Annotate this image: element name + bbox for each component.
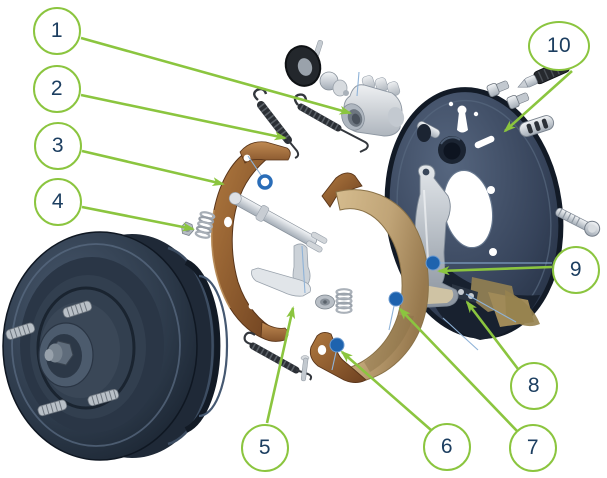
callout-8-label: 8 bbox=[527, 374, 541, 397]
wheel-stud bbox=[5, 322, 36, 340]
rear-brake-shoe bbox=[210, 141, 291, 342]
adjuster-lever bbox=[251, 243, 311, 297]
callout-6[interactable]: 6 bbox=[423, 423, 471, 471]
marker-ring-shoe[interactable] bbox=[257, 174, 273, 190]
hold-down-pin bbox=[181, 211, 216, 239]
callout-2[interactable]: 2 bbox=[33, 65, 81, 113]
callout-10[interactable]: 10 bbox=[528, 21, 590, 71]
wheel-stud bbox=[37, 399, 68, 417]
callout-7[interactable]: 7 bbox=[509, 424, 557, 472]
hub-nut bbox=[44, 340, 74, 366]
callout-1-arrow bbox=[80, 36, 352, 115]
callout-10-arrow bbox=[503, 70, 573, 133]
callout-8[interactable]: 8 bbox=[510, 362, 558, 410]
callout-6-label: 6 bbox=[440, 435, 454, 458]
callout-7-label: 7 bbox=[526, 436, 540, 459]
callout-7-arrow bbox=[398, 307, 518, 432]
callout-9-label: 9 bbox=[569, 258, 583, 281]
wheel-stud bbox=[87, 389, 120, 407]
lower-return-spring bbox=[243, 331, 313, 382]
callout-5[interactable]: 5 bbox=[241, 424, 289, 472]
bleeder-screw bbox=[517, 59, 570, 88]
callout-2-label: 2 bbox=[50, 77, 64, 100]
callout-4[interactable]: 4 bbox=[34, 178, 82, 226]
callout-2-arrow bbox=[80, 93, 287, 141]
wheel-cylinder-piston bbox=[319, 71, 349, 97]
callout-1[interactable]: 1 bbox=[33, 7, 81, 55]
callout-8-arrow bbox=[465, 300, 520, 370]
callout-3-arrow bbox=[81, 149, 225, 186]
callout-9[interactable]: 9 bbox=[552, 246, 600, 294]
spring-retainer-clip bbox=[519, 115, 555, 138]
callout-3-label: 3 bbox=[51, 134, 65, 157]
part-markers bbox=[257, 174, 441, 353]
leading-brake-shoe bbox=[309, 172, 429, 383]
callout-10-label: 10 bbox=[546, 34, 572, 57]
callout-5-label: 5 bbox=[258, 436, 272, 459]
callout-4-label: 4 bbox=[51, 190, 65, 213]
dust-boot bbox=[284, 40, 324, 87]
wheel-stud bbox=[62, 300, 93, 318]
anchor-pin bbox=[416, 121, 441, 142]
callout-1-label: 1 bbox=[50, 19, 64, 42]
callout-arrows bbox=[80, 36, 573, 432]
hold-down-spring bbox=[315, 288, 353, 314]
callout-3[interactable]: 3 bbox=[34, 122, 82, 170]
callout-9-arrow bbox=[437, 265, 553, 276]
mounting-bolts bbox=[486, 80, 530, 110]
marker-dot-lever[interactable] bbox=[425, 255, 441, 271]
marker-dot-shoe-upper[interactable] bbox=[388, 291, 404, 307]
brake-drum bbox=[2, 231, 229, 461]
marker-dot-shoe-lower[interactable] bbox=[329, 337, 345, 353]
adjuster-strut bbox=[228, 192, 328, 253]
wheel-cylinder bbox=[341, 75, 405, 137]
callout-4-arrow bbox=[81, 205, 195, 232]
alignment-lines bbox=[247, 71, 552, 371]
anchor-bolt bbox=[555, 207, 601, 237]
callout-5-arrow bbox=[265, 306, 296, 424]
callout-6-arrow bbox=[340, 350, 432, 431]
